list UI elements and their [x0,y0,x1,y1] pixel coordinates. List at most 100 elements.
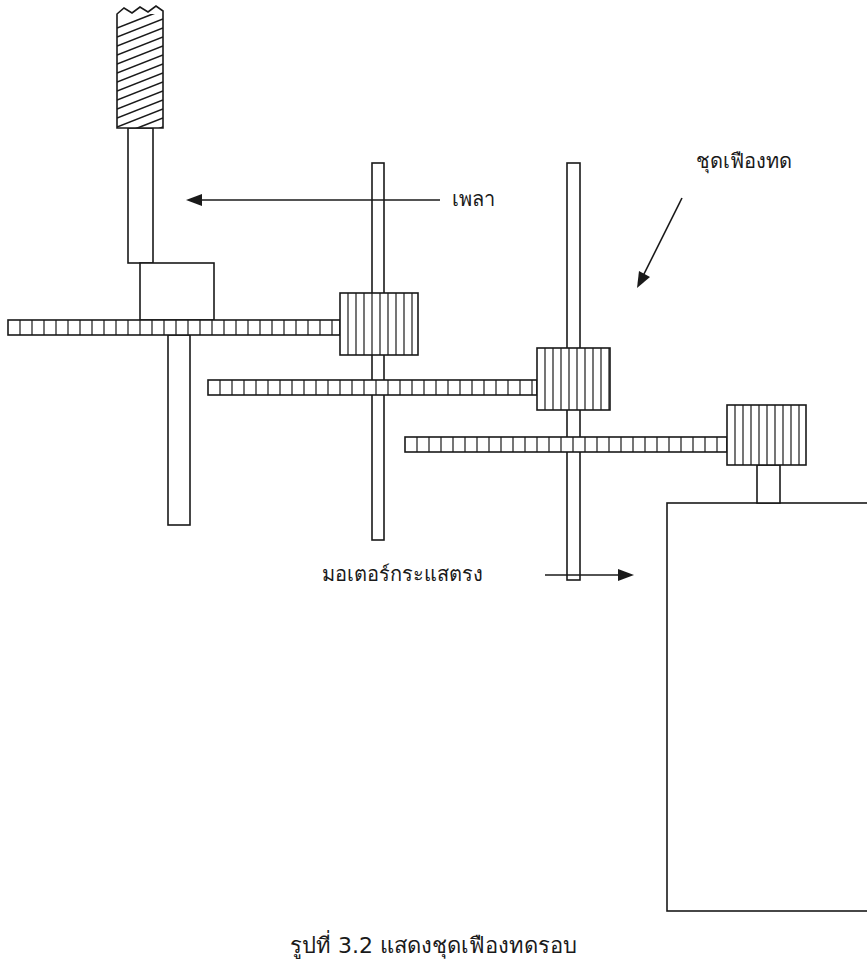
gear-tooth [115,320,116,335]
gear-tooth [19,320,20,335]
gear-tooth [524,437,525,452]
gear-tooth [387,380,388,395]
thread-line [117,55,163,73]
gear-tooth [231,380,232,395]
pinion-tooth [798,405,799,465]
pinion-tooth [782,405,783,465]
gear-tooth [267,380,268,395]
gear-tooth [411,380,412,395]
pinion-tooth [363,293,364,355]
gear-tooth [668,437,669,452]
gear-tooth [283,320,284,335]
pinion-tooth [734,405,735,465]
spur-gear [8,320,340,335]
gear-tooth [127,320,128,335]
pinion-gear [727,405,806,465]
gear-tooth [447,380,448,395]
part-label: มอเตอร์กระแสตรง [322,561,483,587]
part-label: เพลา [452,186,495,212]
pinion-tooth [544,348,545,410]
gear-tooth [187,320,188,335]
thread-line [117,82,163,100]
gear-tooth [199,320,200,335]
gear-tooth [464,437,465,452]
gear-tooth [79,320,80,335]
gear-tooth [331,320,332,335]
gear-tooth [327,380,328,395]
pinion-tooth [576,348,577,410]
shaft-threads [117,14,163,128]
gear-tooth [235,320,236,335]
gear-tooth [67,320,68,335]
pinion-tooth [379,293,380,355]
pinion-tooth [592,348,593,410]
gear-tooth [315,380,316,395]
gear-tooth [339,380,340,395]
gear-tooth [428,437,429,452]
pinion-tooth [584,348,585,410]
gear-tooth [295,320,296,335]
gear-tooth [476,437,477,452]
gear-tooth [259,320,260,335]
thread-line [117,46,163,64]
gear-tooth [219,380,220,395]
gear-tooth [500,437,501,452]
gear-tooth [247,320,248,335]
thread-line [117,109,163,127]
shaft-hub [140,263,214,320]
thread-line [117,127,163,128]
spur-gear [405,437,727,452]
gear-tooth [307,320,308,335]
thread-line [117,19,163,37]
gear-tooth [519,380,520,395]
gear-tooth [43,320,44,335]
threaded-shaft [117,6,163,128]
gear-tooth [536,437,537,452]
gear-set [8,293,806,465]
gear-tooth [416,437,417,452]
gear-tooth [363,380,364,395]
pinion-tooth [411,293,412,355]
gear-tooth [632,437,633,452]
motor-shaft [757,465,780,503]
pinion-tooth [387,293,388,355]
gear-tooth [151,320,152,335]
leader-arrow [545,574,624,576]
gear-tooth [716,437,717,452]
pinion-tooth [774,405,775,465]
pinion-tooth [371,293,372,355]
pinion-tooth [347,293,348,355]
gear-tooth [512,437,513,452]
gear-tooth [303,380,304,395]
pinion-tooth [355,293,356,355]
pinion-tooth [758,405,759,465]
thread-line [117,100,163,118]
thread-line [117,28,163,46]
gear-tooth [495,380,496,395]
pinion-tooth [600,348,601,410]
thread-line [117,73,163,91]
gear-tooth [471,380,472,395]
pinion-gear [537,348,610,410]
gear-tooth [560,437,561,452]
gear-tooth [692,437,693,452]
gear-tooth [507,380,508,395]
gear-tooth [704,437,705,452]
gear-tooth [531,380,532,395]
gear-tooth [243,380,244,395]
gear-tooth [608,437,609,452]
gear-tooth [399,380,400,395]
figure-caption: รูปที่ 3.2 แสดงชุดเฟืองทดรอบ [290,932,577,961]
gear-tooth [255,380,256,395]
gear-tooth [620,437,621,452]
dc-motor-body [667,503,867,911]
gear-tooth [55,320,56,335]
gear-tooth [452,437,453,452]
pinion-tooth [766,405,767,465]
pinion-gear [340,293,418,355]
pinion-tooth [608,348,609,410]
gear-tooth [271,320,272,335]
thread-line [117,37,163,55]
gear-tooth [440,437,441,452]
